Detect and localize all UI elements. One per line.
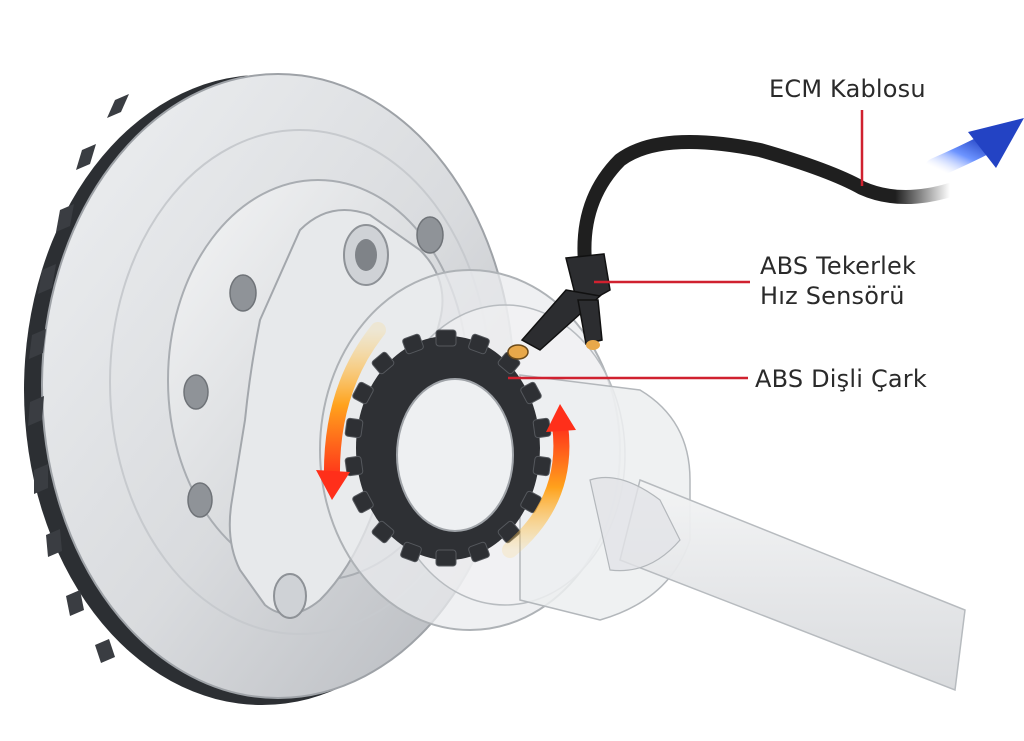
label-tone-ring: ABS Dişli Çark xyxy=(755,365,927,393)
label-wheel-speed-sensor-line2: Hız Sensörü xyxy=(760,282,905,310)
drive-shaft xyxy=(519,374,966,692)
label-ecm-cable: ECM Kablosu xyxy=(769,75,926,103)
label-wheel-speed-sensor: ABS Tekerlek Hız Sensörü xyxy=(760,251,916,311)
abs-wheel-speed-sensor xyxy=(507,253,611,360)
rotor-vent-slots xyxy=(28,94,129,663)
abs-tone-ring xyxy=(344,329,552,567)
rotation-arrow-icon xyxy=(316,322,576,558)
leader-lines xyxy=(508,110,864,380)
ecm-cable xyxy=(577,135,957,269)
label-wheel-speed-sensor-line1: ABS Tekerlek xyxy=(760,252,917,280)
arrow-right-icon xyxy=(925,118,1024,178)
